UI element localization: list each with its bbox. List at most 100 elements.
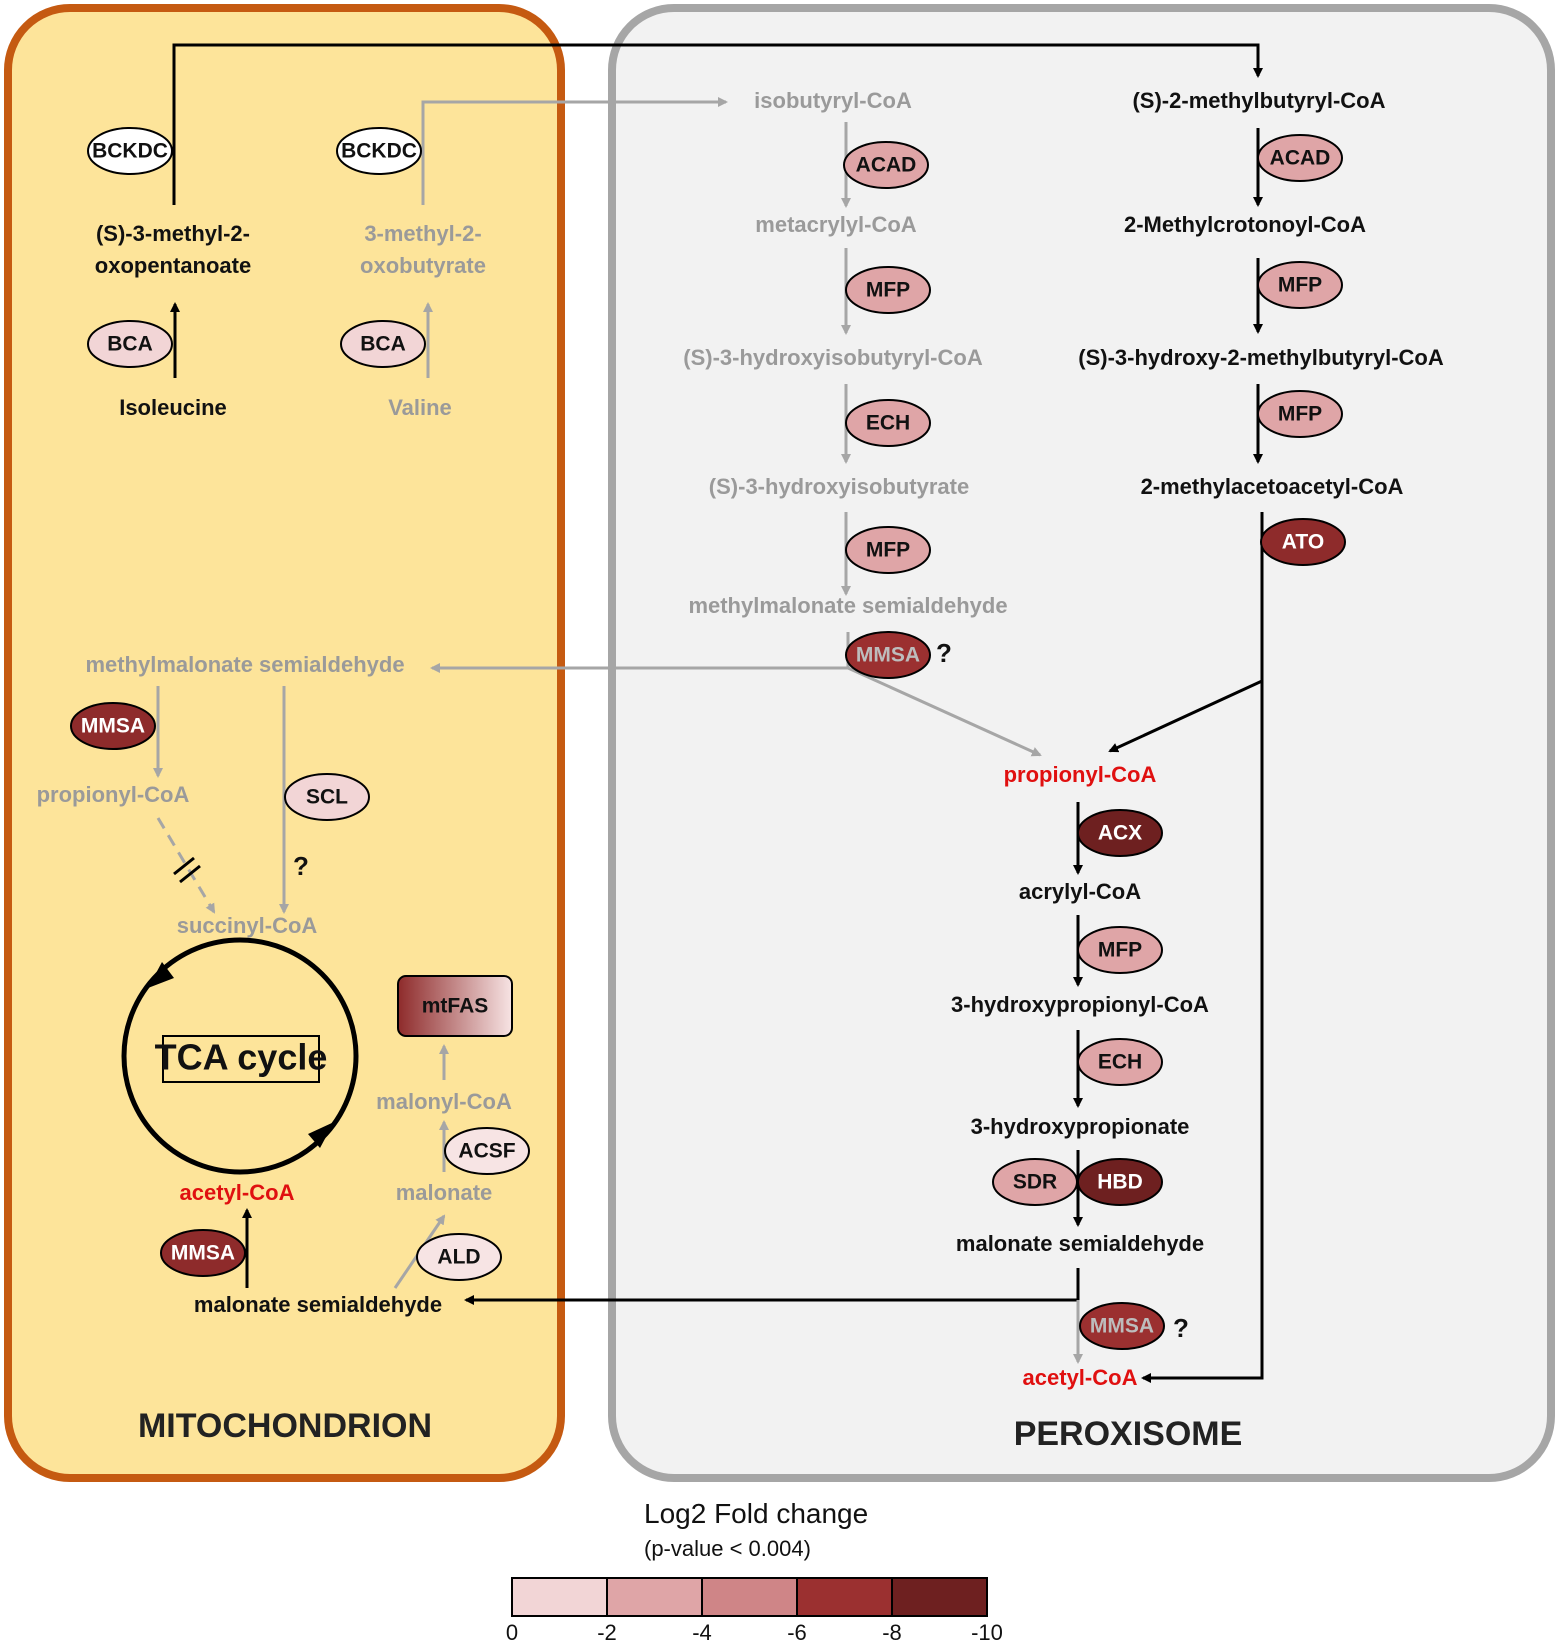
enzyme-mmsa-perox-1: MMSA bbox=[845, 631, 931, 679]
enzyme-bckdc-2: BCKDC bbox=[336, 127, 422, 175]
metabolite-malonyl-coa: malonyl-CoA bbox=[376, 1089, 512, 1114]
metabolite-val-keto-line1: 3-methyl-2- bbox=[364, 221, 481, 246]
tca-cycle-circle bbox=[121, 937, 359, 1175]
block-mark-1 bbox=[173, 856, 195, 876]
metabolite-acetyl-coa-perox: acetyl-CoA bbox=[1023, 1365, 1138, 1390]
enzyme-mmsa-mito-1: MMSA bbox=[70, 702, 156, 750]
enzyme-acsf: ACSF bbox=[444, 1127, 530, 1175]
enzyme-bca-2: BCA bbox=[340, 320, 426, 368]
tca-arrowhead-top bbox=[148, 962, 174, 988]
arrow-val-keto-to-isobutyryl bbox=[421, 97, 728, 205]
svg-text:ECH: ECH bbox=[866, 412, 910, 435]
enzyme-hbd: HBD bbox=[1077, 1158, 1163, 1206]
svg-text:BCA: BCA bbox=[107, 333, 153, 356]
metabolite-hydroxyisobutyrate: (S)-3-hydroxyisobutyrate bbox=[709, 474, 969, 499]
peroxisome-compartment bbox=[608, 4, 1555, 1482]
legend-tick-4: -8 bbox=[882, 1620, 902, 1645]
legend-tick-2: -4 bbox=[692, 1620, 712, 1645]
enzyme-acx: ACX bbox=[1077, 809, 1163, 857]
metabolite-succinyl-coa: succinyl-CoA bbox=[177, 913, 318, 938]
enzyme-mfp-5: MFP bbox=[1077, 926, 1163, 974]
svg-text:MFP: MFP bbox=[1278, 274, 1322, 297]
enzyme-bca-1: BCA bbox=[87, 320, 173, 368]
enzyme-bckdc-1: BCKDC bbox=[87, 127, 173, 175]
legend-swatch-1 bbox=[606, 1577, 703, 1617]
tca-cycle-label: TCA cycle bbox=[155, 1037, 328, 1078]
enzyme-acad-1: ACAD bbox=[843, 141, 929, 189]
svg-text:BCA: BCA bbox=[360, 333, 406, 356]
enzyme-ech-1: ECH bbox=[845, 399, 931, 447]
svg-text:BCKDC: BCKDC bbox=[92, 140, 168, 163]
metabolite-propionyl-coa-perox: propionyl-CoA bbox=[1004, 762, 1157, 787]
arrow-ato-to-propionyl bbox=[1108, 679, 1263, 753]
metabolite-metacrylyl-coa: metacrylyl-CoA bbox=[755, 212, 917, 237]
metabolite-iso-keto-line1: (S)-3-methyl-2- bbox=[96, 221, 250, 246]
svg-text:ACSF: ACSF bbox=[458, 1140, 515, 1163]
metabolite-methylacetoacetyl-coa: 2-methylacetoacetyl-CoA bbox=[1141, 474, 1404, 499]
arrow-methylacetoacetyl-to-acetyl bbox=[1141, 512, 1264, 1383]
question-mark-mmsa-perox-1: ? bbox=[936, 638, 952, 668]
legend-title: Log2 Fold change bbox=[644, 1498, 868, 1529]
legend-tick-labels: 0-2-4-6-8-10 bbox=[506, 1620, 1003, 1645]
metabolite-hydroxyisobutyryl-coa: (S)-3-hydroxyisobutyryl-CoA bbox=[683, 345, 983, 370]
svg-text:MMSA: MMSA bbox=[171, 1242, 235, 1265]
svg-text:ALD: ALD bbox=[437, 1246, 480, 1269]
metabolite-acrylyl-coa: acrylyl-CoA bbox=[1019, 879, 1141, 904]
enzyme-ald: ALD bbox=[416, 1233, 502, 1281]
svg-text:HBD: HBD bbox=[1097, 1171, 1143, 1194]
svg-text:MFP: MFP bbox=[866, 539, 910, 562]
legend-swatch-4 bbox=[891, 1577, 988, 1617]
svg-text:mtFAS: mtFAS bbox=[422, 995, 489, 1018]
svg-text:ACAD: ACAD bbox=[1270, 147, 1331, 170]
metabolite-mms-mito: methylmalonate semialdehyde bbox=[85, 652, 404, 677]
svg-text:SCL: SCL bbox=[306, 786, 348, 809]
tca-cycle-box bbox=[162, 1035, 320, 1083]
svg-text:MMSA: MMSA bbox=[1090, 1315, 1154, 1338]
arrow-iso-keto-to-methylbutyryl bbox=[172, 43, 1263, 205]
legend-subtitle: (p-value < 0.004) bbox=[644, 1536, 811, 1561]
enzyme-mmsa-perox-2: MMSA bbox=[1079, 1302, 1165, 1350]
metabolite-malonate-semialdehyde-mito: malonate semialdehyde bbox=[194, 1292, 442, 1317]
block-mark-2 bbox=[179, 864, 201, 884]
legend-tick-3: -6 bbox=[787, 1620, 807, 1645]
metabolite-val-keto-line2: oxobutyrate bbox=[360, 253, 486, 278]
legend-swatch-2 bbox=[701, 1577, 798, 1617]
enzyme-mfp-2: MFP bbox=[845, 526, 931, 574]
enzyme-scl: SCL bbox=[284, 773, 370, 821]
arrow-propionyl-to-succinyl-blocked bbox=[156, 817, 216, 914]
legend-swatch-3 bbox=[796, 1577, 893, 1617]
metabolite-malonate: malonate bbox=[396, 1180, 493, 1205]
legend-tick-1: -2 bbox=[597, 1620, 617, 1645]
legend-color-bar bbox=[511, 1577, 988, 1617]
svg-text:MFP: MFP bbox=[866, 279, 910, 302]
svg-text:BCKDC: BCKDC bbox=[341, 140, 417, 163]
question-mark-scl: ? bbox=[293, 851, 309, 881]
metabolite-iso-keto-line2: oxopentanoate bbox=[95, 253, 251, 278]
enzyme-mfp-4: MFP bbox=[1257, 390, 1343, 438]
metabolite-propionyl-coa-mito: propionyl-CoA bbox=[37, 782, 190, 807]
svg-text:ECH: ECH bbox=[1098, 1051, 1142, 1074]
enzyme-mfp-1: MFP bbox=[845, 266, 931, 314]
svg-text:SDR: SDR bbox=[1013, 1171, 1057, 1194]
legend-tick-0: 0 bbox=[506, 1620, 518, 1645]
svg-text:ATO: ATO bbox=[1282, 531, 1324, 554]
svg-text:ACAD: ACAD bbox=[856, 154, 917, 177]
svg-text:ACX: ACX bbox=[1098, 822, 1142, 845]
tca-arrowhead-bottom bbox=[308, 1122, 334, 1148]
metabolite-mms-perox: methylmalonate semialdehyde bbox=[688, 593, 1007, 618]
enzyme-mmsa-mito-2: MMSA bbox=[160, 1229, 246, 1277]
metabolite-methylbutyryl-coa: (S)-2-methylbutyryl-CoA bbox=[1132, 88, 1385, 113]
metabolite-hydroxypropionyl-coa: 3-hydroxypropionyl-CoA bbox=[951, 992, 1209, 1017]
enzyme-sdr: SDR bbox=[992, 1158, 1078, 1206]
metabolite-valine: Valine bbox=[388, 395, 452, 420]
enzyme-mfp-3: MFP bbox=[1257, 261, 1343, 309]
metabolite-methylcrotonoyl-coa: 2-Methylcrotonoyl-CoA bbox=[1124, 212, 1366, 237]
svg-text:MMSA: MMSA bbox=[81, 715, 145, 738]
arrow-mms-to-propionyl bbox=[847, 666, 1042, 757]
mitochondrion-label: MITOCHONDRION bbox=[138, 1407, 432, 1445]
metabolite-isobutyryl-coa: isobutyryl-CoA bbox=[754, 88, 912, 113]
metabolite-acetyl-coa-mito: acetyl-CoA bbox=[180, 1180, 295, 1205]
peroxisome-label: PEROXISOME bbox=[1014, 1415, 1243, 1453]
question-mark-mmsa-perox-2: ? bbox=[1173, 1313, 1189, 1343]
svg-text:MFP: MFP bbox=[1278, 403, 1322, 426]
